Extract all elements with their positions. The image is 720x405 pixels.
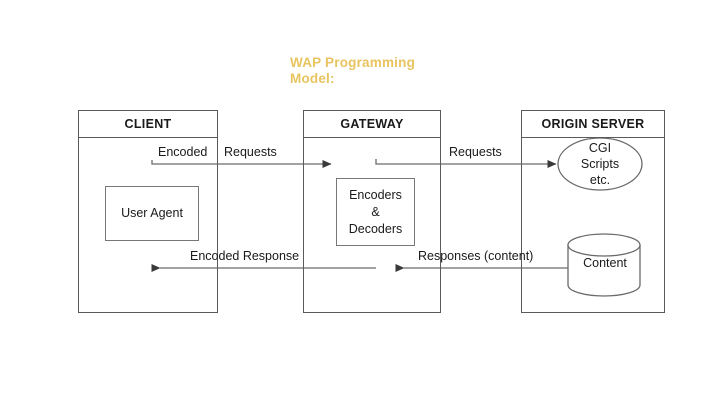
edge-label-encoded-response: Encoded Response xyxy=(190,249,300,263)
node-encoders-decoders[interactable]: Encoders & Decoders xyxy=(336,178,415,246)
node-user-agent[interactable]: User Agent xyxy=(105,186,199,241)
block-gateway-title: GATEWAY xyxy=(340,117,404,131)
block-origin-server-title: ORIGIN SERVER xyxy=(541,117,645,131)
block-client[interactable]: CLIENT xyxy=(78,110,218,313)
edge-gateway-to-origin xyxy=(375,159,557,168)
node-encoders-decoders-label: Encoders & Decoders xyxy=(348,187,403,236)
cgi-scripts-ellipse xyxy=(557,137,643,191)
edge-label-encoded: Encoded xyxy=(158,145,208,159)
node-user-agent-label: User Agent xyxy=(121,206,183,220)
block-origin-server[interactable]: ORIGIN SERVER xyxy=(521,110,665,313)
edge-label-requests-client-gateway: Requests xyxy=(224,145,277,159)
block-gateway-header: GATEWAY xyxy=(304,111,440,138)
page-title: WAP Programming Model: xyxy=(290,55,416,86)
block-origin-server-header: ORIGIN SERVER xyxy=(522,111,664,138)
block-client-header: CLIENT xyxy=(79,111,217,138)
block-gateway[interactable]: GATEWAY xyxy=(303,110,441,313)
edge-label-requests-gateway-origin: Requests xyxy=(449,145,502,159)
block-client-title: CLIENT xyxy=(124,117,172,131)
edge-client-to-gateway xyxy=(151,160,332,168)
content-cylinder xyxy=(567,233,641,297)
edge-label-responses-content: Responses (content) xyxy=(418,249,534,263)
